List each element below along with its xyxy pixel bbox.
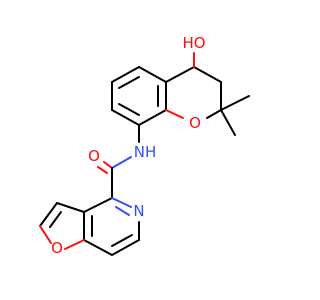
- bond-pyridine-6-inner: [115, 206, 130, 216]
- amide-nitrogen-label: NH: [134, 143, 157, 161]
- bond-c4-c4a: [165, 66, 195, 83]
- bond-pyridine-3: [83, 239, 113, 256]
- bond-pyridine-6: [111, 197, 132, 208]
- bond-benzene-3-inner: [118, 103, 140, 116]
- hydroxyl-label: HO: [182, 34, 205, 52]
- bond-o1-c8a: [165, 109, 184, 119]
- bond-benzene-1-inner: [118, 76, 140, 89]
- bond-furan-1: [56, 202, 85, 213]
- molecule-diagram: HO O NH O N O: [39, 34, 250, 257]
- carbonyl-oxygen-label: O: [88, 147, 100, 165]
- bond-pyridine-1: [83, 197, 113, 213]
- bond-carbonyl-o-2: [97, 166, 108, 174]
- bond-n-carbonyl: [111, 156, 132, 169]
- bond-benzene-4: [138, 109, 167, 126]
- bond-benzene-6: [138, 66, 167, 83]
- bond-methyl-1: [220, 95, 250, 111]
- bond-methyl-2: [220, 109, 236, 136]
- furan-oxygen-label: O: [51, 239, 63, 257]
- bond-pyridine-4-inner: [111, 234, 133, 247]
- bond-furan-4: [64, 239, 85, 250]
- bond-benzene-3: [111, 109, 140, 126]
- bond-pyridine-4: [111, 239, 140, 256]
- molecule-structure: HO O NH O N O: [39, 34, 250, 257]
- bond-c2-o1: [206, 109, 222, 119]
- bond-benzene-1: [111, 66, 140, 83]
- pyridine-nitrogen-label: N: [133, 202, 144, 220]
- bond-c4-c3: [193, 66, 222, 83]
- ring-oxygen-label: O: [189, 114, 201, 132]
- bond-furan-3: [39, 225, 52, 244]
- bond-furan-2-inner: [49, 211, 62, 228]
- bond-carbonyl-o-1: [103, 161, 113, 169]
- bond-furan-2: [39, 202, 58, 227]
